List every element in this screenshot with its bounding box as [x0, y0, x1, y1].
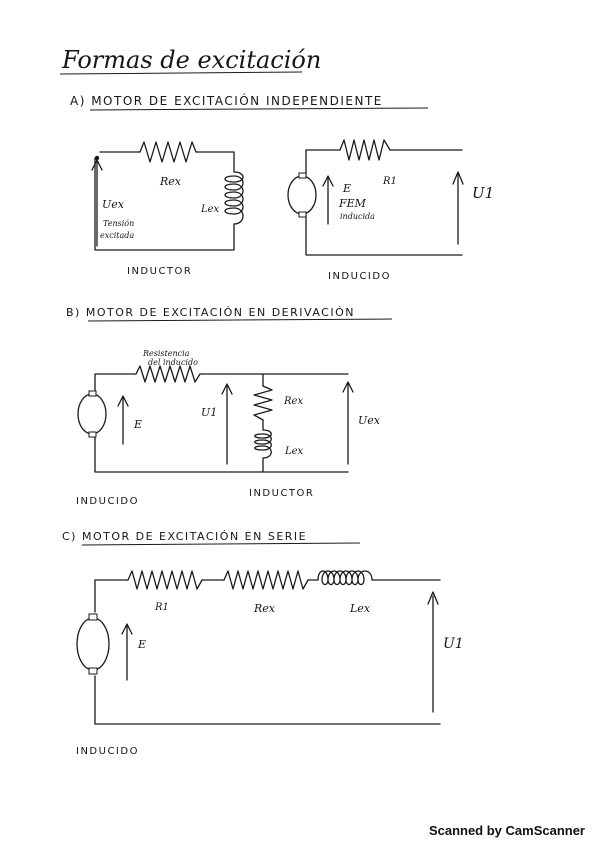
wire-c-bottom — [94, 675, 441, 725]
title-underline — [59, 71, 303, 75]
note-excitada: excitada — [100, 231, 134, 240]
scanner-watermark: Scanned by CamScanner — [428, 823, 585, 838]
label-rex: Rex — [159, 175, 182, 188]
label-rex: Rex — [283, 396, 303, 407]
label-uex: Uex — [102, 198, 125, 211]
section-c-heading: C) MOTOR DE EXCITACIÓN EN SERIE — [62, 530, 307, 543]
label-rex: Rex — [253, 602, 276, 615]
brush-top — [298, 172, 307, 179]
arrow-head — [121, 623, 133, 635]
section-b-circuit: Resistencia del inducido E U1 Rex Lex Ue… — [76, 349, 381, 507]
label-r1: R1 — [382, 176, 397, 187]
brush-bottom — [88, 431, 97, 438]
arrow-head — [91, 159, 103, 171]
caption-inducido: INDUCIDO — [76, 496, 139, 507]
caption-inducido: INDUCIDO — [328, 271, 391, 282]
resistor-rex — [253, 385, 273, 421]
label-lex: Lex — [200, 204, 220, 215]
label-fem: FEM — [338, 197, 367, 210]
motor-armature — [76, 617, 110, 671]
wire-a-right-top-left — [305, 149, 341, 177]
inductor-lex — [317, 570, 373, 586]
motor-armature — [77, 393, 107, 435]
label-u1: U1 — [201, 406, 217, 419]
resistor-r1 — [127, 570, 203, 590]
motor-armature — [287, 175, 317, 215]
label-e: E — [137, 638, 146, 651]
label-e: E — [342, 182, 351, 195]
arrow-head — [342, 381, 354, 393]
note-tension: Tensión — [103, 219, 134, 228]
label-r1: R1 — [154, 602, 169, 613]
brush-top — [88, 390, 97, 397]
label-e: E — [133, 418, 142, 431]
label-lex: Lex — [284, 446, 304, 457]
wire-a-right-bottom — [305, 213, 463, 256]
section-b-underline — [87, 318, 393, 322]
section-a-right-circuit: R1 E FEM inducida U1 INDUCIDO — [287, 139, 494, 282]
brush-bottom — [88, 667, 98, 675]
label-u1: U1 — [472, 184, 494, 202]
brush-bottom — [298, 211, 307, 218]
terminal-dot — [94, 155, 100, 161]
inductor-lex — [224, 171, 244, 225]
wire-a-left-loop — [94, 157, 235, 251]
section-b-heading: B) MOTOR DE EXCITACIÓN EN DERIVACIÓN — [66, 306, 355, 319]
wire-a-left-right — [195, 151, 235, 173]
inductor-lex — [254, 429, 272, 459]
section-a-heading: A) MOTOR DE EXCITACIÓN INDEPENDIENTE — [70, 93, 383, 108]
section-c-underline — [81, 542, 361, 546]
label-inducida: inducida — [340, 212, 375, 221]
resistor-armature — [135, 365, 201, 383]
resistor-rex — [223, 570, 309, 590]
arrow-head — [322, 175, 334, 187]
note-del-inducido: del inducido — [148, 358, 198, 367]
arrow-head — [117, 395, 129, 407]
label-u1: U1 — [443, 636, 464, 652]
arrow-head — [452, 171, 464, 185]
arrow-head — [221, 383, 233, 395]
section-a-left-circuit: Rex Lex Uex Tensión excitada INDUCTOR — [91, 141, 244, 277]
wire-c-top-left — [94, 579, 129, 613]
caption-inductor: INDUCTOR — [127, 266, 192, 277]
caption-inductor: INDUCTOR — [249, 488, 314, 499]
caption-inducido: INDUCIDO — [76, 746, 139, 757]
label-lex: Lex — [349, 602, 371, 615]
resistor-r1 — [339, 139, 391, 161]
wire-b-bottom — [94, 435, 349, 473]
label-uex: Uex — [358, 414, 381, 427]
section-c-circuit: R1 Rex Lex E U1 INDUCIDO — [76, 570, 464, 757]
resistor-rex — [139, 141, 197, 163]
note-resistencia: Resistencia — [142, 349, 190, 358]
brush-top — [88, 613, 98, 621]
wire-b-top-left — [94, 373, 137, 393]
page-title: Formas de excitación — [61, 46, 321, 74]
section-a-underline — [89, 107, 429, 111]
arrow-head — [427, 591, 439, 605]
